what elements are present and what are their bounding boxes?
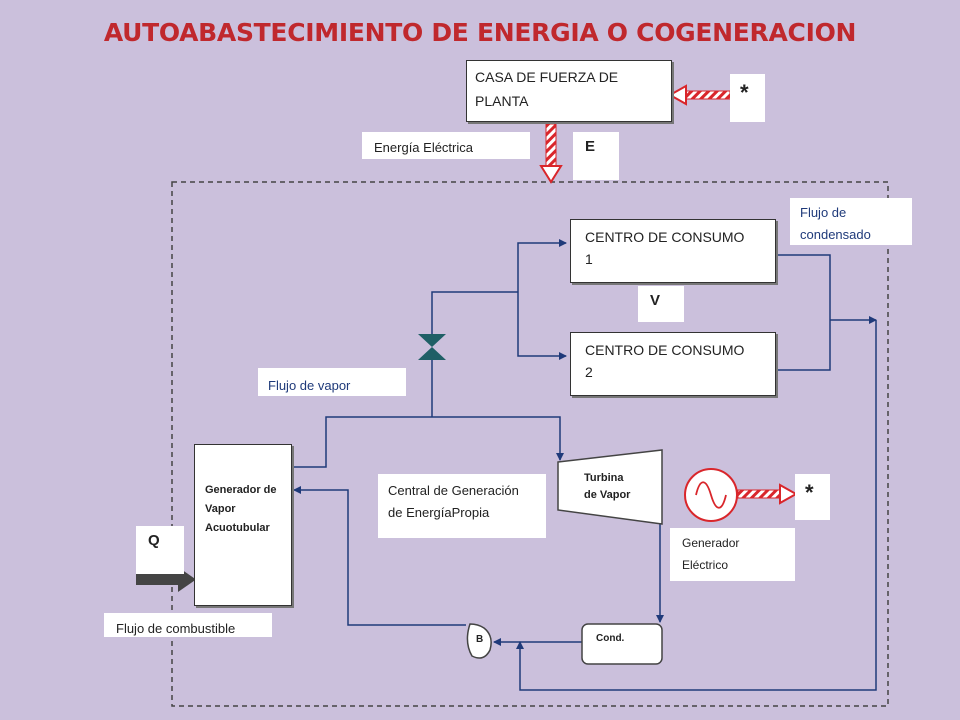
- condensate-return: [516, 320, 877, 691]
- energia-electrica-label: Energía Eléctrica: [362, 132, 530, 159]
- centro-consumo-2-box: CENTRO DE CONSUMO 2: [570, 332, 776, 396]
- flujo-combustible-label: Flujo de combustible: [104, 613, 272, 637]
- centro-consumo-1-box: CENTRO DE CONSUMO 1: [570, 219, 776, 283]
- steam-line-centro1: [517, 239, 567, 292]
- q-label: Q: [136, 526, 184, 574]
- generador-electrico-label: Generador Eléctrico: [670, 528, 795, 581]
- electric-arrow-generator: [737, 483, 799, 505]
- feedwater-line: [293, 486, 466, 626]
- steam-line-boiler: [292, 416, 564, 468]
- electric-arrow-down: [539, 123, 563, 184]
- generador-vapor-box: Generador de Vapor Acuotubular: [194, 444, 292, 606]
- flujo-vapor-label: Flujo de vapor: [258, 368, 406, 396]
- asterisk-generator: *: [795, 474, 830, 520]
- central-generacion-label: Central de Generación de EnergíaPropia: [378, 474, 546, 538]
- condensate-line-c2: [776, 320, 831, 371]
- plant-boundary: [171, 181, 889, 707]
- casa-fuerza-box: CASA DE FUERZA DE PLANTA: [466, 60, 672, 122]
- condensate-line-c1: [776, 254, 831, 320]
- page-title: AUTOABASTECIMIENTO DE ENERGIA O COGENERA…: [103, 18, 857, 47]
- generator-icon: [684, 468, 738, 522]
- v-label: V: [638, 286, 684, 322]
- steam-line-valve-up: [431, 291, 518, 334]
- steam-line-centro2: [517, 292, 567, 360]
- pump-icon: [466, 623, 492, 659]
- pump-label: B: [476, 634, 484, 645]
- turbina-label: Turbina de Vapor: [584, 472, 631, 501]
- asterisk-top: *: [730, 74, 765, 122]
- valve-icon: [418, 334, 446, 360]
- condenser-box: [581, 623, 663, 665]
- electric-arrow-casa-left: [667, 84, 731, 106]
- condenser-label: Cond.: [596, 633, 625, 644]
- flujo-condensado-label: Flujo de condensado: [790, 198, 912, 245]
- turbine-icon: [557, 449, 663, 525]
- e-label: E: [573, 132, 619, 180]
